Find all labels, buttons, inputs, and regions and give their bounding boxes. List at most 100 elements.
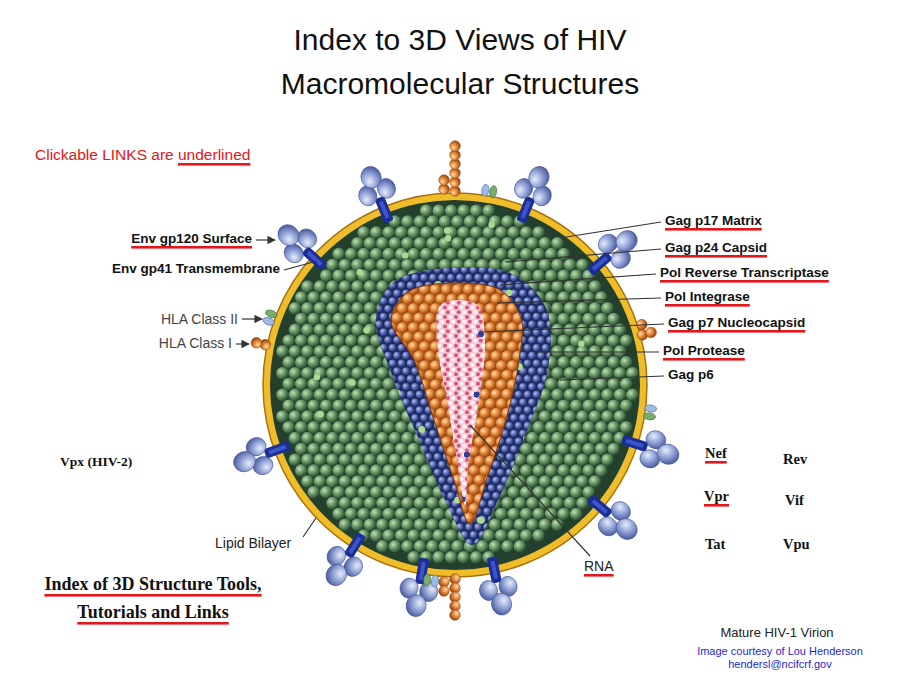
matrix-protein (376, 475, 389, 488)
capsid-protein (496, 341, 507, 352)
matrix-protein (320, 399, 333, 412)
capsid-protein (485, 493, 496, 504)
capsid-protein (413, 408, 424, 419)
matrix-protein (551, 410, 564, 423)
matrix-protein (576, 475, 589, 488)
matrix-protein (576, 367, 589, 380)
matrix-protein (351, 432, 364, 445)
matrix-protein (439, 518, 452, 531)
core-protein (398, 531, 406, 539)
capsid-protein (380, 522, 391, 533)
capsid-protein (496, 455, 507, 466)
core-protein (371, 344, 379, 352)
capsid-protein (419, 493, 430, 504)
rna-strand (471, 296, 475, 300)
core-protein (483, 258, 491, 266)
matrix-protein (557, 399, 570, 412)
matrix-protein (564, 367, 577, 380)
capsid-protein (386, 360, 397, 371)
matrix-protein (326, 432, 339, 445)
core-protein (416, 500, 424, 508)
core-protein (402, 352, 410, 360)
core-protein (393, 539, 401, 547)
matrix-protein (289, 345, 302, 358)
capsid-protein (512, 446, 523, 457)
capsid-protein (490, 503, 501, 514)
rna-strand (432, 306, 436, 310)
capsid-protein (479, 522, 490, 533)
core-protein (519, 414, 527, 422)
capsid-protein (479, 465, 490, 476)
core-protein (438, 461, 446, 469)
matrix-protein (457, 205, 470, 218)
capsid-protein (496, 493, 507, 504)
capsid-protein (430, 436, 441, 447)
matrix-protein (582, 464, 595, 477)
matrix-protein (370, 508, 383, 521)
core-protein (524, 500, 532, 508)
core-protein (506, 422, 514, 430)
core-protein (542, 282, 550, 290)
matrix-protein (282, 356, 295, 369)
matrix-protein (382, 226, 395, 239)
core-protein (393, 367, 401, 375)
matrix-protein (576, 454, 589, 467)
capsid-protein (424, 332, 435, 343)
core-protein (366, 352, 374, 360)
core-protein (420, 445, 428, 453)
matrix-protein (314, 432, 327, 445)
core-protein (411, 476, 419, 484)
matrix-protein (370, 486, 383, 499)
core-protein (371, 266, 379, 274)
matrix-protein (307, 486, 320, 499)
core-protein (528, 352, 536, 360)
rna-strand (473, 301, 477, 305)
core-protein (371, 297, 379, 305)
core-protein (474, 274, 482, 282)
core-protein (452, 515, 460, 523)
core-protein (461, 531, 469, 539)
matrix-protein (314, 367, 327, 380)
matrix-protein (595, 464, 608, 477)
core-protein (546, 445, 554, 453)
rna-strand (479, 320, 483, 324)
core-protein (366, 383, 374, 391)
core-protein (506, 531, 514, 539)
matrix-protein (501, 497, 514, 510)
rna-strand (449, 325, 453, 329)
matrix-protein (395, 226, 408, 239)
rna-strand (473, 329, 477, 333)
enzyme-particle (488, 221, 494, 227)
core-protein (501, 539, 509, 547)
matrix-protein (601, 302, 614, 315)
capsid-protein (518, 322, 529, 333)
matrix-protein (332, 399, 345, 412)
capsid-protein (424, 503, 435, 514)
core-ground (370, 260, 555, 550)
matrix-protein (376, 237, 389, 250)
capsid-protein (446, 274, 457, 285)
matrix-protein (401, 454, 414, 467)
matrix-protein (301, 302, 314, 315)
core-protein (492, 476, 500, 484)
matrix-protein (295, 334, 308, 347)
core-protein (551, 422, 559, 430)
rna-strand (462, 320, 466, 324)
capsid-protein (391, 389, 402, 400)
matrix-protein (595, 421, 608, 434)
matrix-protein (564, 302, 577, 315)
capsid-protein (397, 322, 408, 333)
rna-strand (432, 325, 436, 329)
capsid-protein (518, 436, 529, 447)
core-protein (537, 367, 545, 375)
core-protein (479, 531, 487, 539)
core-protein (398, 282, 406, 290)
matrix-protein (364, 454, 377, 467)
core-protein (434, 469, 442, 477)
core-protein (411, 539, 419, 547)
capsid-protein (380, 313, 391, 324)
core-protein (528, 289, 536, 297)
matrix-protein (351, 367, 364, 380)
capsid-protein (496, 360, 507, 371)
core-protein (380, 484, 388, 492)
